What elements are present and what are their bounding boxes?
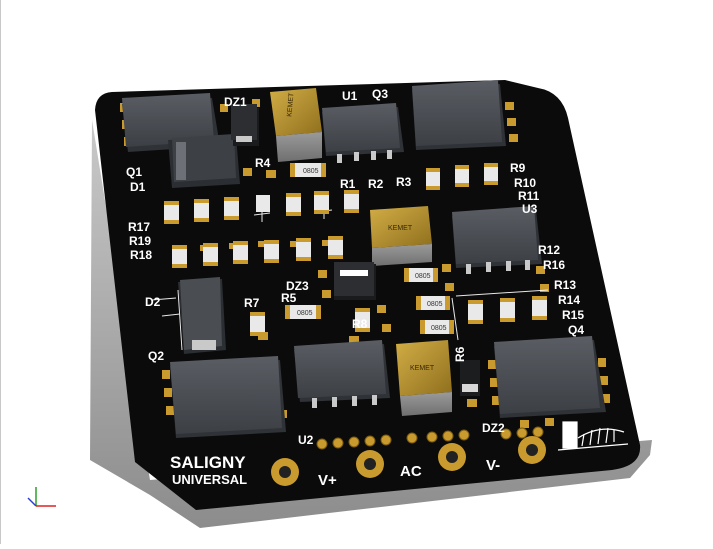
diode-r6 (460, 360, 480, 396)
label-r15: R15 (562, 308, 584, 322)
label-r5: R5 (281, 291, 297, 305)
cap-bottom-mark: KEMET (410, 365, 435, 372)
label-r8: R8 (352, 317, 368, 331)
label-r7: R7 (244, 296, 260, 310)
zener-dz3 (334, 262, 376, 300)
label-u2: U2 (298, 433, 314, 447)
silkscreen-outlines (151, 203, 549, 351)
capacitor-bottom: KEMET (396, 340, 452, 416)
label-r16: R16 (543, 258, 565, 272)
ic-q4 (494, 336, 606, 418)
mark-r4: 0805 (303, 168, 319, 175)
label-r19: R19 (129, 234, 151, 248)
label-r14: R14 (558, 293, 580, 307)
label-u3: U3 (522, 202, 538, 216)
resistor-markings: 0805 0805 0805 0805 0805 (297, 168, 447, 332)
terminal-label-ac: AC (400, 463, 422, 480)
mark-center-2: 0805 (427, 301, 443, 308)
label-q1: Q1 (126, 165, 142, 179)
label-r4: R4 (255, 156, 271, 170)
label-dz1: DZ1 (224, 95, 247, 109)
label-r2: R2 (368, 177, 384, 191)
cap-center-mark: KEMET (388, 225, 413, 232)
label-r18: R18 (130, 248, 152, 262)
label-r12: R12 (538, 243, 560, 257)
capacitor-center: KEMET (370, 206, 432, 266)
label-r3: R3 (396, 175, 412, 189)
brand-line-1: SALIGNY (170, 453, 246, 472)
label-r13: R13 (554, 278, 576, 292)
resistor-r9-body (426, 168, 440, 190)
mark-center-1: 0805 (415, 273, 431, 280)
terminal-pads (271, 436, 546, 486)
label-dz2: DZ2 (482, 421, 505, 435)
brand-line-2: UNIVERSAL (172, 472, 247, 487)
cap-top-mark: KEMET (286, 92, 295, 117)
ic-u1 (322, 103, 404, 163)
bridge-logo-icon (557, 421, 629, 451)
label-dz3: DZ3 (286, 279, 309, 293)
ic-q2 (170, 356, 286, 438)
diode-d1 (168, 134, 240, 188)
label-d1: D1 (130, 180, 146, 194)
label-r11: R11 (518, 189, 540, 203)
capacitor-top: KEMET (270, 88, 322, 162)
label-r1: R1 (340, 177, 356, 191)
label-r10: R10 (514, 176, 536, 190)
label-u1: U1 (342, 89, 358, 103)
label-q3: Q3 (372, 87, 388, 101)
mark-center-3: 0805 (431, 325, 447, 332)
label-r9: R9 (510, 161, 526, 175)
terminal-label-vminus: V- (486, 457, 500, 474)
board-edge (90, 120, 652, 528)
label-q4: Q4 (568, 323, 584, 337)
ic-u3 (452, 206, 542, 274)
via-row (316, 426, 544, 450)
label-q2: Q2 (148, 349, 164, 363)
label-r17: R17 (128, 220, 150, 234)
label-d2: D2 (145, 295, 161, 309)
axis-triad-icon (27, 487, 56, 507)
terminal-label-vplus: V+ (318, 472, 337, 489)
zener-dz1 (231, 104, 259, 146)
mark-r5: 0805 (297, 310, 313, 317)
diode-d2 (178, 277, 226, 354)
label-r6: R6 (453, 346, 467, 362)
resistor-array (164, 163, 547, 336)
ic-q3 (412, 80, 506, 150)
ic-u2 (294, 340, 390, 408)
